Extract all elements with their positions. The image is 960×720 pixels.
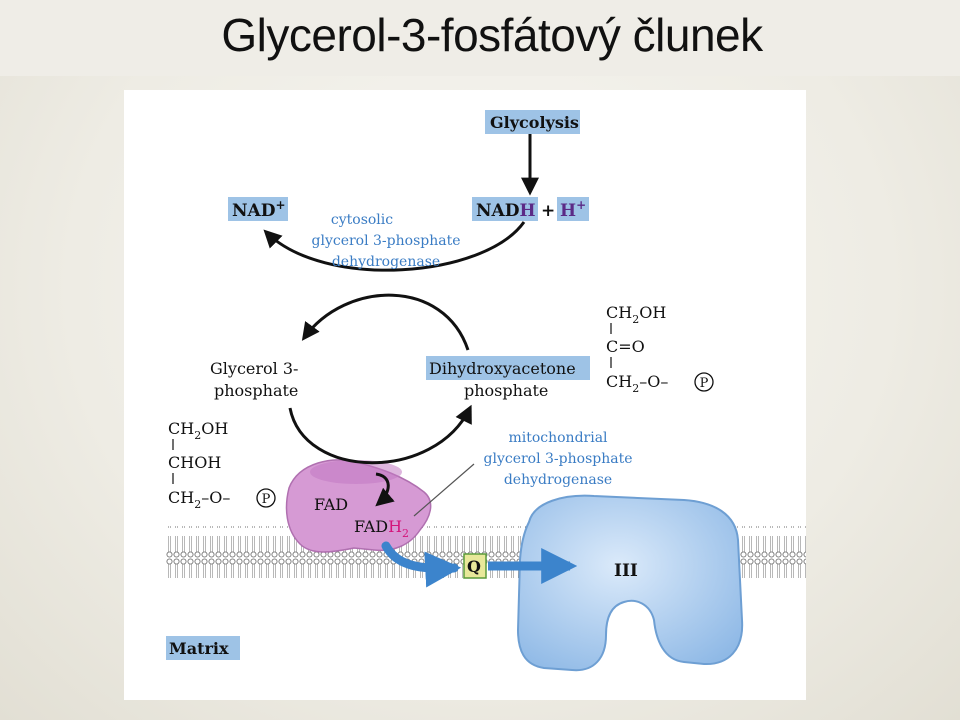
g3p-to-dhap-arrow: [288, 404, 472, 465]
electron-arrow-1: [381, 541, 462, 588]
dhap-to-g3p-arrow: [301, 293, 470, 351]
dhap-label-line-1: Dihydroxyacetone: [429, 359, 576, 378]
fadh2-label: FADH2: [354, 517, 409, 540]
nadh-bg: [472, 197, 538, 221]
enzyme-pointer: [413, 463, 475, 517]
dhap-phosphate-p: P: [700, 376, 709, 391]
fad-label: FAD: [314, 495, 348, 514]
matrix-label: Matrix: [169, 639, 229, 658]
glycolysis-label: Glycolysis: [490, 113, 579, 132]
title-bar: [0, 0, 960, 76]
nad-bg: [228, 197, 288, 221]
dhap-phosphate-circle: [694, 372, 714, 392]
enzyme-highlight: [310, 460, 402, 484]
diagram-canvas: Glycolysis NAD+ NADH + H+ cytosolic glyc…: [166, 110, 806, 672]
dhap-struct-line-3: CH2–O–: [606, 372, 668, 395]
dhap-label-line-2: phosphate: [464, 381, 548, 400]
dhap-struct-line-1: CH2OH: [606, 303, 666, 326]
shuttle-diagram: Glycolysis NAD+ NADH + H+ cytosolic glyc…: [124, 90, 806, 700]
g3p-phosphate-circle: [256, 488, 276, 508]
dhap-structure: CH2OH C=O CH2–O– P: [606, 303, 714, 395]
g3p-struct-line-3: CH2–O–: [168, 488, 230, 511]
g3p-label-line-1: Glycerol 3-: [210, 359, 298, 378]
cyto-enzyme-line-2: glycerol 3-phosphate: [312, 233, 461, 249]
cyto-enzyme-line-3: dehydrogenase: [332, 254, 440, 270]
g3p-phosphate-p: P: [262, 492, 271, 507]
mito-enzyme-line-3: dehydrogenase: [504, 472, 612, 488]
h-bg: [557, 197, 589, 221]
dhap-bg: [426, 356, 590, 380]
nad-arc: [263, 221, 526, 272]
cyto-enzyme-line-1: cytosolic: [331, 212, 393, 228]
g3p-label-line-2: phosphate: [214, 381, 298, 400]
q-label: Q: [467, 557, 481, 576]
q-bg: [463, 553, 487, 579]
g3p-structure: CH2OH CHOH CH2–O– P: [168, 419, 276, 511]
mito-enzyme-line-1: mitochondrial: [508, 430, 608, 446]
h-plus-label: H+: [560, 198, 586, 221]
matrix-bg: [166, 636, 240, 660]
g3p-struct-line-1: CH2OH: [168, 419, 228, 442]
complex-iii-label: III: [614, 561, 638, 581]
mito-enzyme-line-2: glycerol 3-phosphate: [484, 451, 633, 467]
nad-plus-label: NAD+: [232, 198, 286, 221]
g3p-struct-line-2: CHOH: [168, 453, 221, 472]
slide-title: Glycerol-3-fosfátový člunek: [221, 9, 763, 61]
fad-arrow: [375, 472, 395, 507]
glycolysis-bg: [485, 110, 580, 134]
dhap-struct-line-2: C=O: [606, 337, 645, 356]
complex-iii: [516, 494, 744, 672]
nadh-label: NADH: [476, 201, 536, 221]
plus-sign: +: [541, 201, 555, 221]
